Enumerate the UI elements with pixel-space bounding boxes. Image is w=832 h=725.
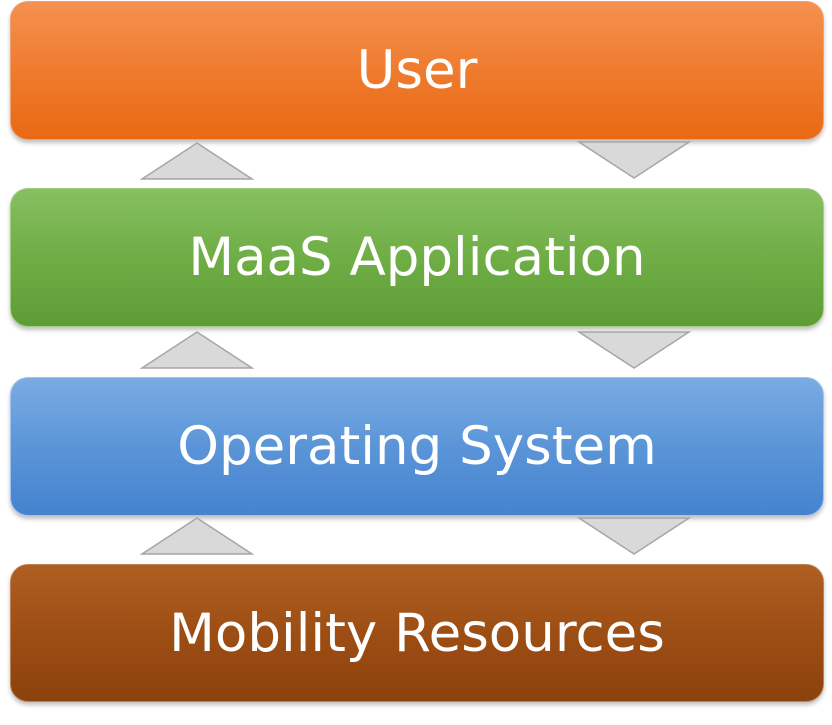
layer-user: User xyxy=(10,1,824,140)
layer-operating-system-label: Operating System xyxy=(177,416,657,477)
arrow-down-icon xyxy=(577,517,691,555)
layer-user-label: User xyxy=(356,40,478,101)
arrow-up-icon xyxy=(140,331,254,369)
layer-maas-application: MaaS Application xyxy=(10,188,824,327)
layer-mobility-resources-label: Mobility Resources xyxy=(169,602,665,664)
arrow-down-icon xyxy=(577,141,691,179)
layer-mobility-resources: Mobility Resources xyxy=(10,564,824,702)
arrow-down-icon xyxy=(577,331,691,369)
layer-maas-application-label: MaaS Application xyxy=(188,227,646,288)
arrow-up-icon xyxy=(140,517,254,555)
layer-operating-system: Operating System xyxy=(10,377,824,516)
arrow-up-icon xyxy=(140,142,254,180)
